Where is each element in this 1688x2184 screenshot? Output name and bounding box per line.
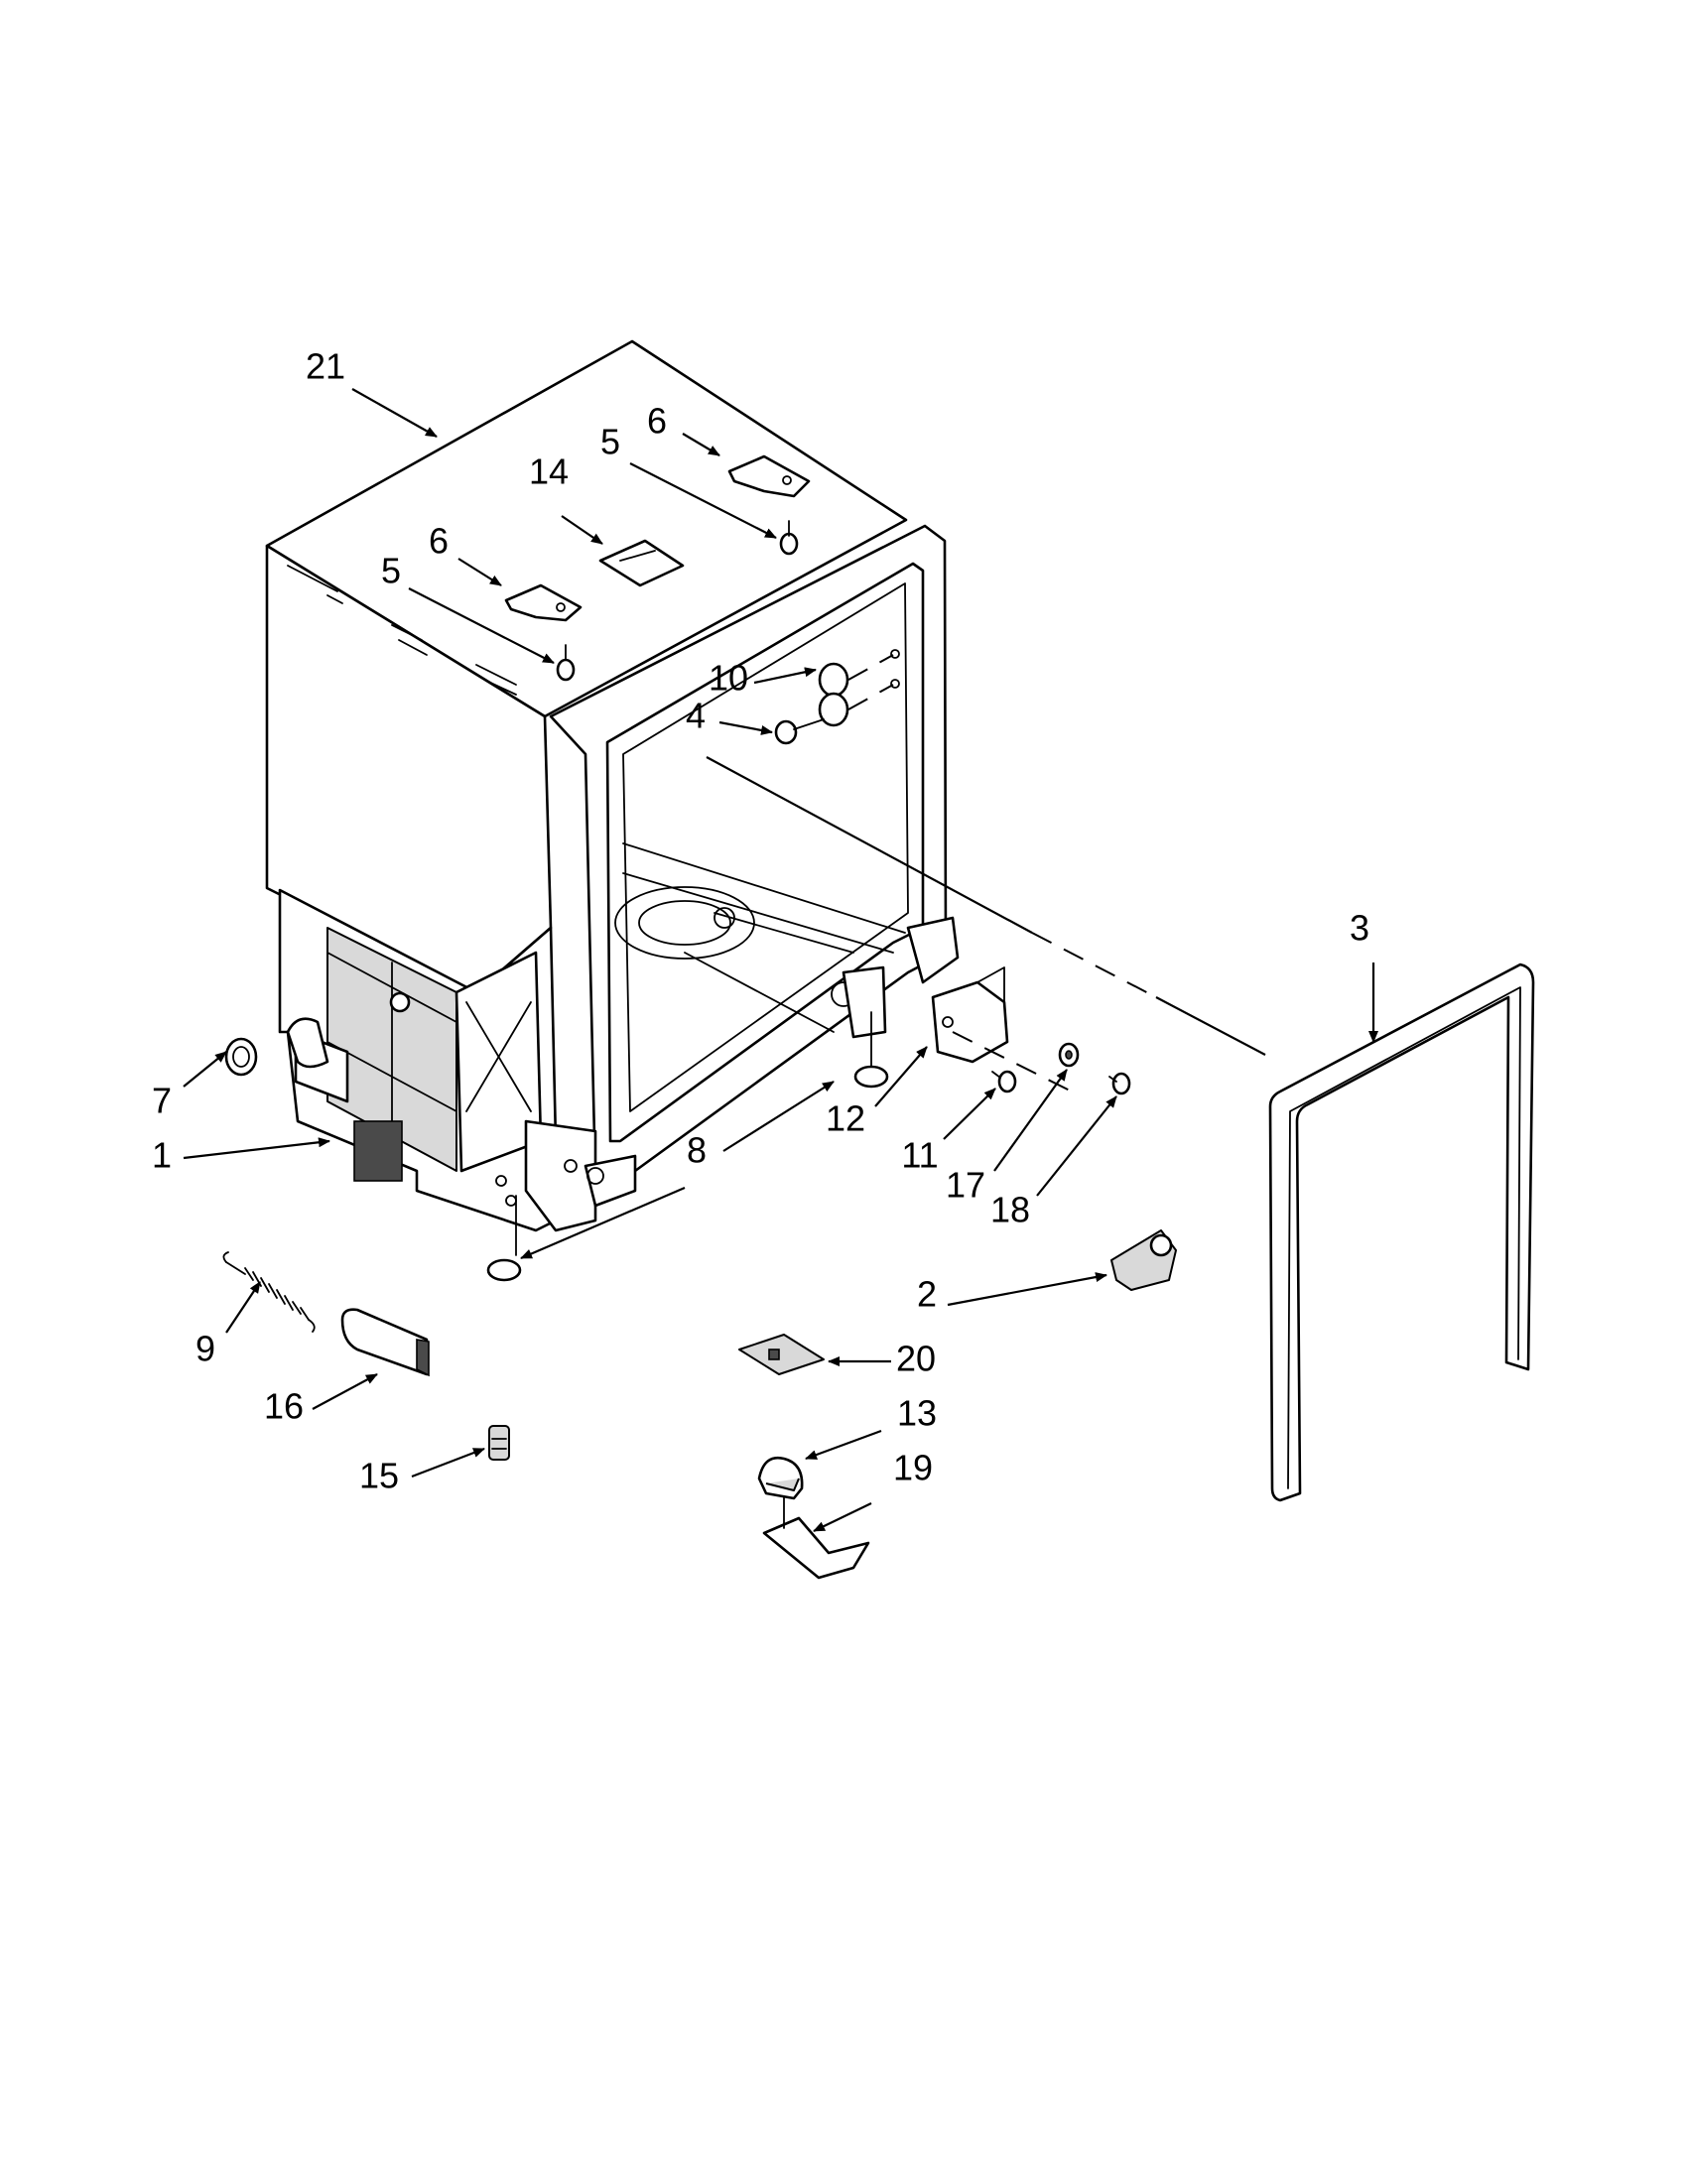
- callout-7: 7: [152, 1081, 172, 1121]
- assembly-guide-lines: [706, 756, 1266, 1092]
- leader-arrows: [183, 388, 1378, 1532]
- grommet: [224, 1037, 258, 1077]
- strike-part: [1110, 1229, 1177, 1291]
- callout-1: 1: [152, 1135, 172, 1176]
- roller-screw: [774, 718, 825, 745]
- screw-11: [991, 1070, 1017, 1093]
- callout-6-upper: 6: [647, 401, 667, 442]
- bumper-part: [757, 1456, 804, 1500]
- callout-4: 4: [686, 696, 706, 736]
- washer-19: [1058, 1042, 1080, 1068]
- door-spring: [222, 1251, 316, 1333]
- callout-15: 13: [897, 1393, 937, 1434]
- door-gasket: [1268, 963, 1535, 1502]
- tub-tab: [598, 539, 685, 587]
- screw-lower: [556, 644, 576, 682]
- callout-6-lower: 6: [429, 521, 449, 562]
- callout-13: 21: [306, 346, 345, 387]
- callout-10: 10: [709, 658, 748, 699]
- mounting-bracket-upper: [727, 454, 811, 498]
- callout-12: 12: [826, 1098, 865, 1139]
- callout-2: 2: [917, 1274, 937, 1315]
- callout-16: 14: [529, 451, 569, 492]
- callout-8: 8: [687, 1130, 707, 1171]
- clip-plate: [738, 1334, 825, 1375]
- latch-button: [488, 1425, 510, 1461]
- callout-14: 19: [893, 1448, 933, 1488]
- mounting-bracket: [762, 1495, 870, 1580]
- handle-cover: [340, 1308, 430, 1377]
- callout-5-lower: 5: [381, 551, 401, 591]
- callout-11: 11: [901, 1135, 938, 1176]
- callout-18: 16: [264, 1386, 304, 1427]
- side-bracket: [931, 966, 1009, 1064]
- callout-9: 9: [195, 1329, 215, 1369]
- callout-17: 15: [359, 1456, 399, 1496]
- callout-labels: 21 6 5 14 6 5 10 4 3 7 1 8 12 11 17 18 9…: [152, 346, 1369, 1496]
- callout-19: 17: [946, 1165, 985, 1206]
- screw-upper: [779, 520, 799, 556]
- leveling-leg-rear: [853, 1011, 889, 1089]
- callout-3: 3: [1350, 908, 1369, 949]
- callout-5-upper: 5: [600, 422, 620, 462]
- screw-20: [1108, 1072, 1131, 1095]
- mounting-bracket-lower: [504, 583, 583, 622]
- rack-rollers: [818, 649, 900, 727]
- callout-20: 18: [990, 1190, 1030, 1230]
- callout-21: 20: [896, 1339, 936, 1379]
- leveling-leg-front: [486, 1195, 522, 1282]
